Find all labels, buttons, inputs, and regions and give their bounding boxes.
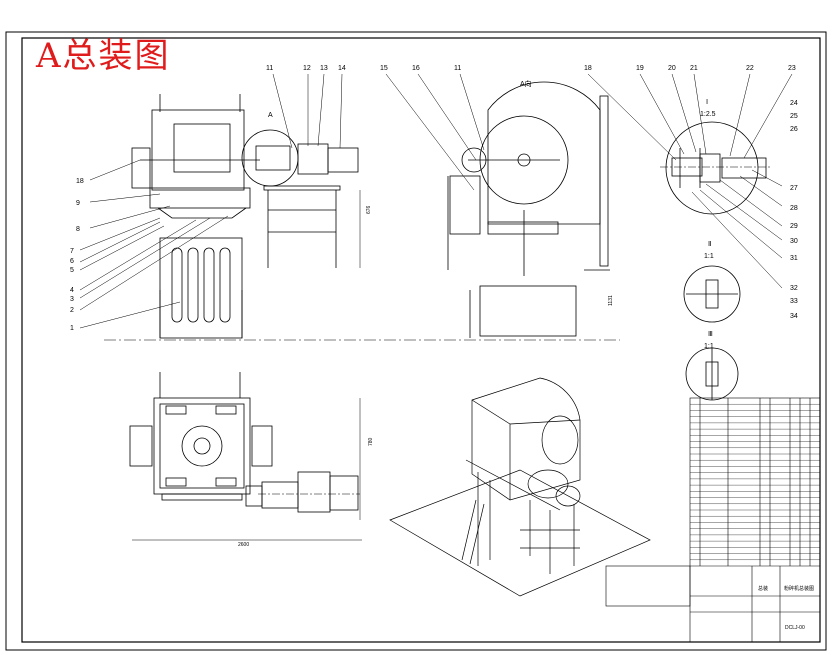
balloon-left-7: 4 [70, 287, 74, 294]
balloon-left-4: 7 [70, 248, 74, 255]
balloon-right-2: 25 [790, 113, 798, 120]
front-view [104, 94, 620, 341]
bom-table [690, 404, 820, 560]
detail-I-scale: 1:2.5 [700, 111, 716, 118]
balloon-side-1: 15 [380, 65, 388, 72]
detail-II-label: Ⅱ [708, 241, 711, 248]
detail-II [683, 265, 741, 323]
balloon-top-3: 13 [320, 65, 328, 72]
balloon-left-6: 5 [70, 267, 74, 274]
balloon-left-2: 9 [76, 200, 80, 207]
dim-side-height: 1131 [608, 295, 614, 306]
balloon-detail-1: 18 [584, 65, 592, 72]
balloon-side-3: 11 [454, 65, 461, 72]
drawing-title: A总装图 [36, 36, 171, 76]
balloon-left-10: 1 [70, 325, 74, 332]
dim-front-height: 676 [366, 205, 372, 214]
detail-II-scale: 1:1 [704, 253, 714, 260]
balloon-right-9: 32 [790, 285, 798, 292]
balloon-right-8: 31 [790, 255, 798, 262]
balloon-left-9: 2 [70, 307, 74, 314]
title-block-drawing-no: DCLJ-00 [785, 625, 805, 631]
balloon-detail-5: 22 [746, 65, 754, 72]
view-label-a: A [268, 112, 273, 119]
balloon-side-2: 16 [412, 65, 420, 72]
detail-III-scale: 1:1 [704, 343, 714, 350]
inner-frame [21, 37, 821, 643]
balloon-right-10: 33 [790, 298, 798, 305]
leader-lines [79, 73, 793, 329]
isometric-view [389, 377, 651, 597]
balloon-right-6: 29 [790, 223, 798, 230]
view-label-direction: A向 [520, 79, 532, 88]
balloon-left-1: 18 [76, 178, 84, 185]
balloon-top-2: 12 [303, 65, 311, 72]
dim-plan-width: 2600 [238, 542, 249, 548]
title-block-assembly: 总装 [758, 585, 768, 592]
detail-III [685, 347, 739, 401]
balloon-right-1: 24 [790, 100, 798, 107]
title-block [605, 397, 821, 643]
balloon-detail-2: 19 [636, 65, 644, 72]
detail-I [660, 121, 770, 215]
balloon-top-1: 11 [266, 65, 273, 72]
balloon-detail-6: 23 [788, 65, 796, 72]
balloon-right-4: 27 [790, 185, 798, 192]
title-block-name: 粉碎机总装图 [784, 585, 814, 592]
balloon-right-7: 30 [790, 238, 798, 245]
outer-border [5, 31, 827, 651]
balloon-detail-4: 21 [690, 65, 698, 72]
balloon-left-8: 3 [70, 296, 74, 303]
dim-plan-height: 780 [368, 437, 374, 446]
plan-view [129, 372, 362, 541]
balloon-detail-3: 20 [668, 65, 676, 72]
detail-I-label: Ⅰ [706, 99, 708, 106]
side-view [447, 81, 610, 338]
balloon-left-3: 8 [76, 226, 80, 233]
balloon-right-3: 26 [790, 126, 798, 133]
detail-III-label: Ⅲ [708, 331, 713, 338]
balloon-right-5: 28 [790, 205, 798, 212]
balloon-right-11: 34 [790, 313, 798, 320]
balloon-top-4: 14 [338, 65, 346, 72]
balloon-left-5: 6 [70, 258, 74, 265]
